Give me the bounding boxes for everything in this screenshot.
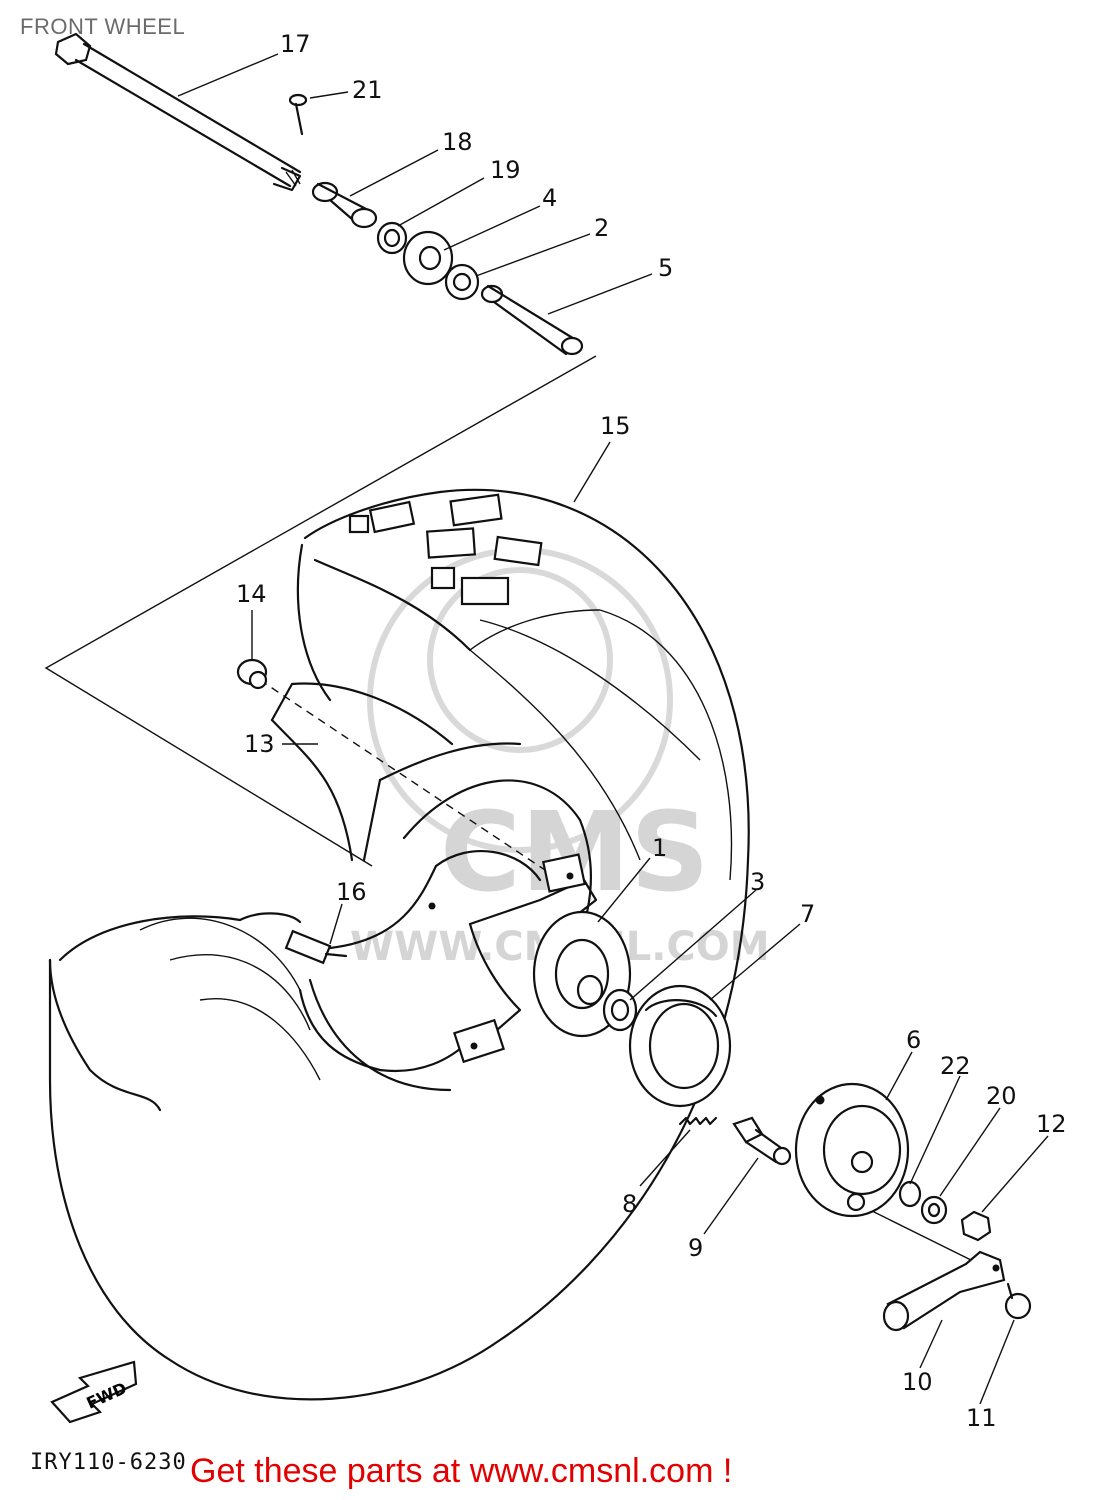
callout-11: 11	[966, 1404, 997, 1432]
washer-22	[898, 1180, 922, 1208]
footer-banner[interactable]: Get these parts at www.cmsnl.com !	[190, 1452, 733, 1490]
callout-17: 17	[280, 30, 311, 58]
callout-leaders	[177, 53, 1049, 1405]
cotter-pin-21	[288, 93, 308, 136]
bolt-11	[1004, 1282, 1032, 1320]
callout-2: 2	[594, 214, 609, 242]
alignment-line-lower	[869, 1209, 976, 1263]
brake-shoe-plate-6	[794, 1082, 910, 1218]
oil-seal-19	[376, 221, 408, 255]
callout-14: 14	[236, 580, 267, 608]
fwd-arrow-icon: FWD	[50, 1360, 138, 1424]
balance-weight-14	[236, 658, 268, 690]
callout-3: 3	[750, 868, 765, 896]
nut-20	[920, 1195, 948, 1225]
rim	[48, 779, 593, 1112]
brake-shoe-7	[628, 984, 732, 1108]
callout-13: 13	[244, 730, 275, 758]
tire-tread-blocks	[348, 493, 543, 606]
spacer-flange-4	[402, 230, 454, 286]
tire-15	[48, 488, 750, 1401]
callout-22: 22	[940, 1052, 971, 1080]
callout-labels: 17 21 18 19 4 2 5 15 14 13 16 1 3 7 6 22…	[236, 30, 1067, 1432]
callout-16: 16	[336, 878, 367, 906]
nut-12	[960, 1210, 992, 1242]
collar-18	[311, 181, 378, 229]
drawing-code: IRY110-6230	[30, 1450, 187, 1475]
callout-6: 6	[906, 1026, 921, 1054]
callout-8: 8	[622, 1190, 637, 1218]
alignment-line-upper	[44, 355, 597, 867]
callout-18: 18	[442, 128, 473, 156]
callout-21: 21	[352, 76, 383, 104]
spring-8	[678, 1116, 718, 1126]
callout-7: 7	[800, 900, 815, 928]
callout-20: 20	[986, 1082, 1017, 1110]
spacer-5	[480, 284, 584, 356]
callout-9: 9	[688, 1234, 703, 1262]
callout-15: 15	[600, 412, 631, 440]
valve-16	[284, 929, 348, 965]
bearing-2	[444, 263, 480, 301]
axle-17	[54, 32, 302, 192]
oil-seal-3	[602, 988, 638, 1032]
callout-10: 10	[902, 1368, 933, 1396]
callout-4: 4	[542, 184, 557, 212]
diagram-title: FRONT WHEEL	[20, 14, 186, 39]
hub-1	[453, 853, 632, 1064]
alignment-line-axle	[259, 679, 561, 881]
callout-19: 19	[490, 156, 521, 184]
callout-12: 12	[1036, 1110, 1067, 1138]
brake-arm-10	[882, 1250, 1006, 1332]
callout-5: 5	[658, 254, 673, 282]
camshaft-9	[732, 1116, 792, 1166]
callout-1: 1	[652, 834, 667, 862]
tube-13	[270, 682, 522, 862]
